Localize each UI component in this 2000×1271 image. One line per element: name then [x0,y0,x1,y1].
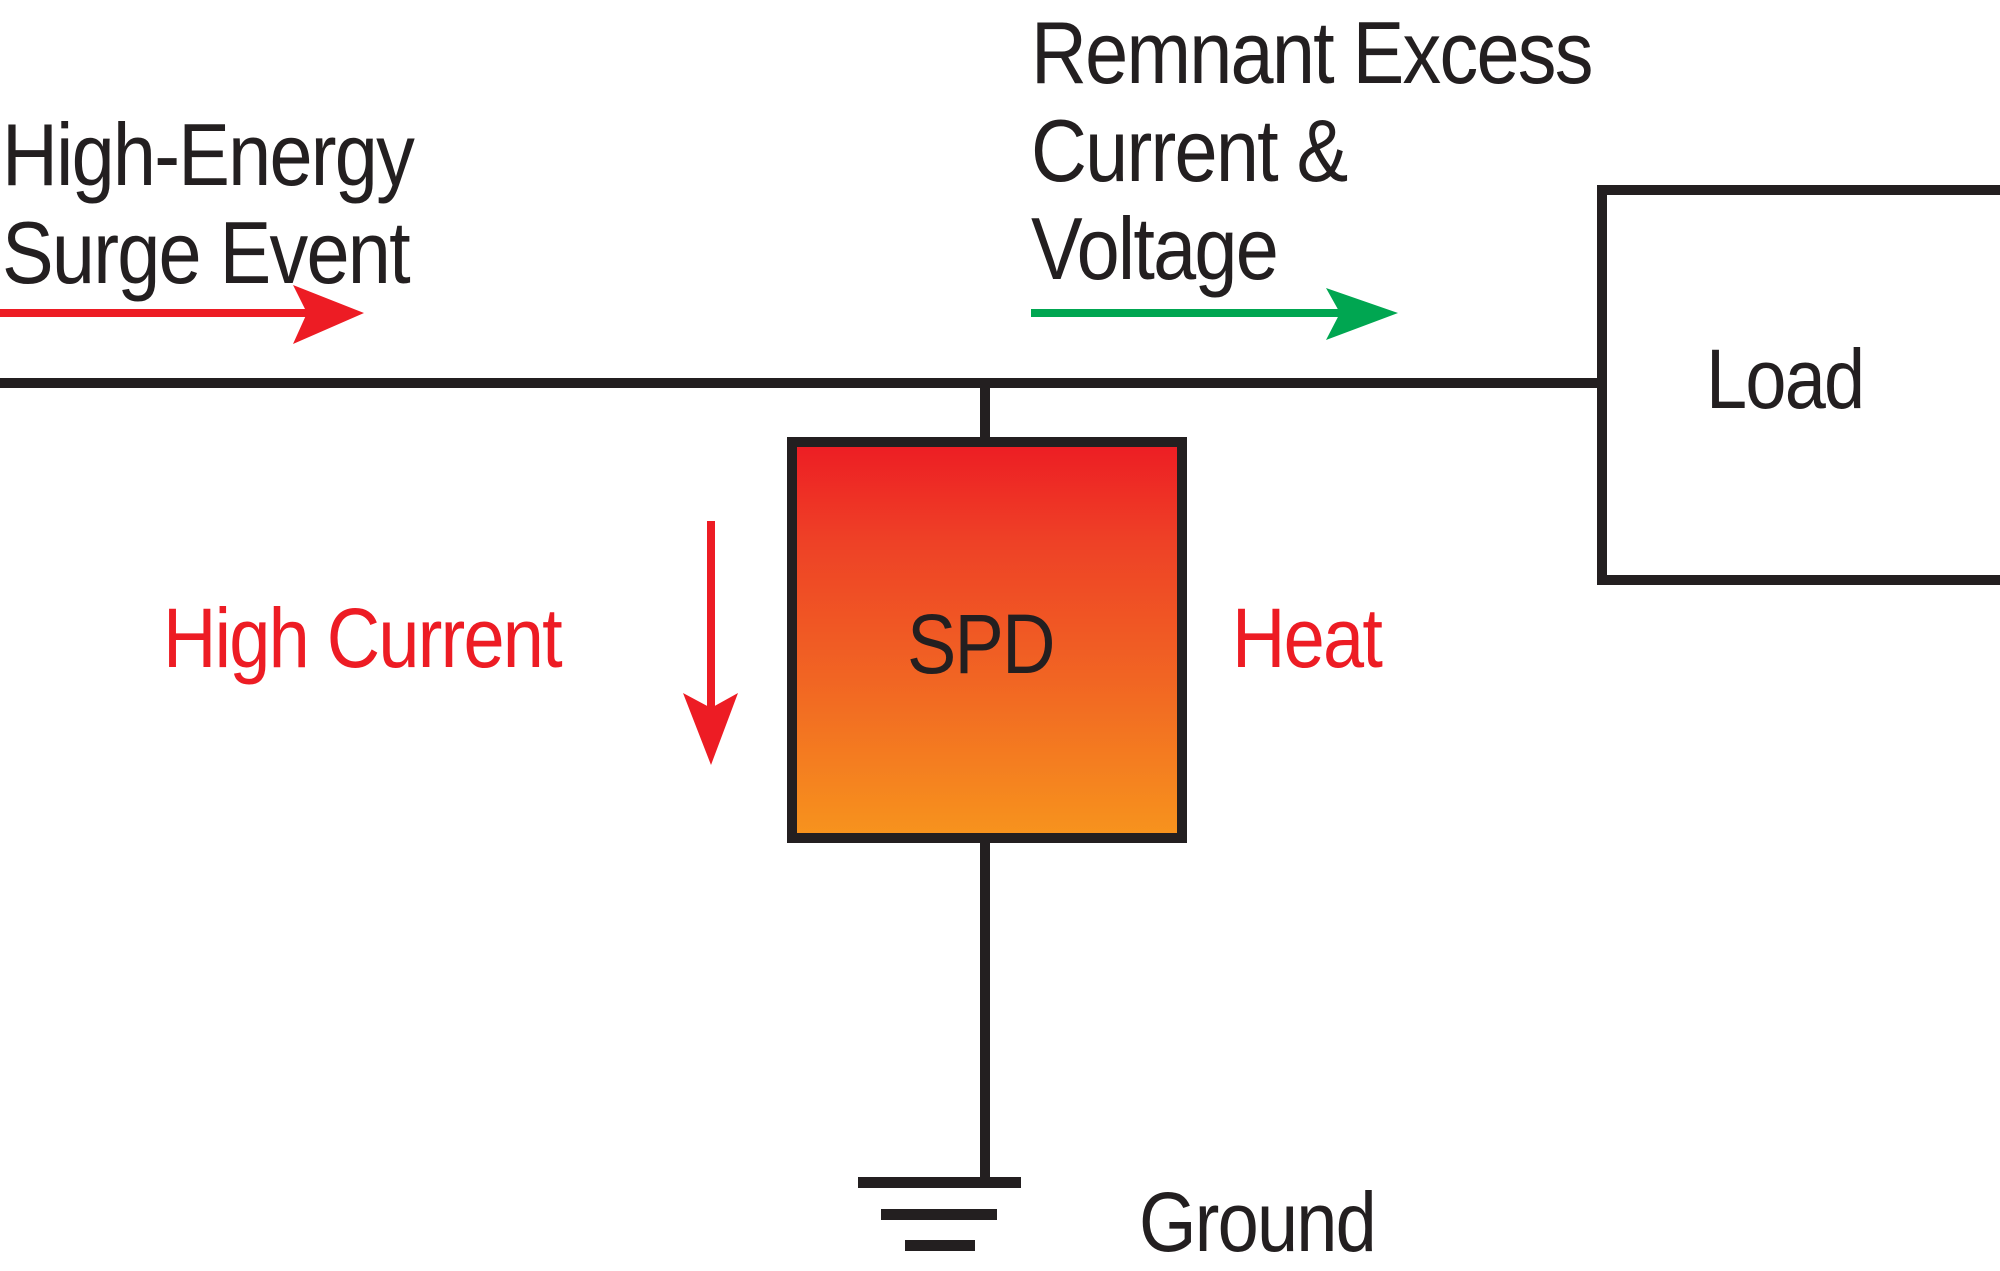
surge-label-line-1: High-Energy [2,105,415,204]
remnant-label: Remnant Excess Current & Voltage [1031,3,1593,298]
remnant-arrow-shaft [1031,309,1381,317]
ground-wire [980,840,990,1180]
surge-arrow-head [293,285,364,344]
load-label: Load [1706,332,1865,426]
heat-label: Heat [1232,591,1383,685]
load-box [1597,185,2000,585]
ground-symbol-icon [858,1177,1021,1251]
spd-tap-wire [980,383,990,439]
high-current-arrow-icon [683,521,738,765]
surge-arrow-icon [0,285,364,344]
ground-label: Ground [1139,1175,1377,1269]
remnant-label-line-3: Voltage [1031,199,1279,298]
ground-bar-3 [905,1240,975,1251]
remnant-arrow-icon [1031,288,1398,340]
main-line [0,378,1605,388]
ground-bar-2 [881,1209,997,1220]
surge-event-label: High-Energy Surge Event [2,105,415,302]
high-current-label: High Current [163,591,563,685]
remnant-label-line-1: Remnant Excess [1031,3,1593,102]
spd-box [787,437,1187,843]
remnant-arrow-head [1326,288,1398,340]
surge-label-line-2: Surge Event [2,203,411,302]
surge-arrow-shaft [0,309,310,317]
spd-label: SPD [907,597,1055,691]
high-current-arrow-head [683,693,738,765]
remnant-label-line-2: Current & [1031,101,1348,200]
ground-bar-1 [858,1177,1021,1188]
high-current-arrow-shaft [707,521,715,721]
